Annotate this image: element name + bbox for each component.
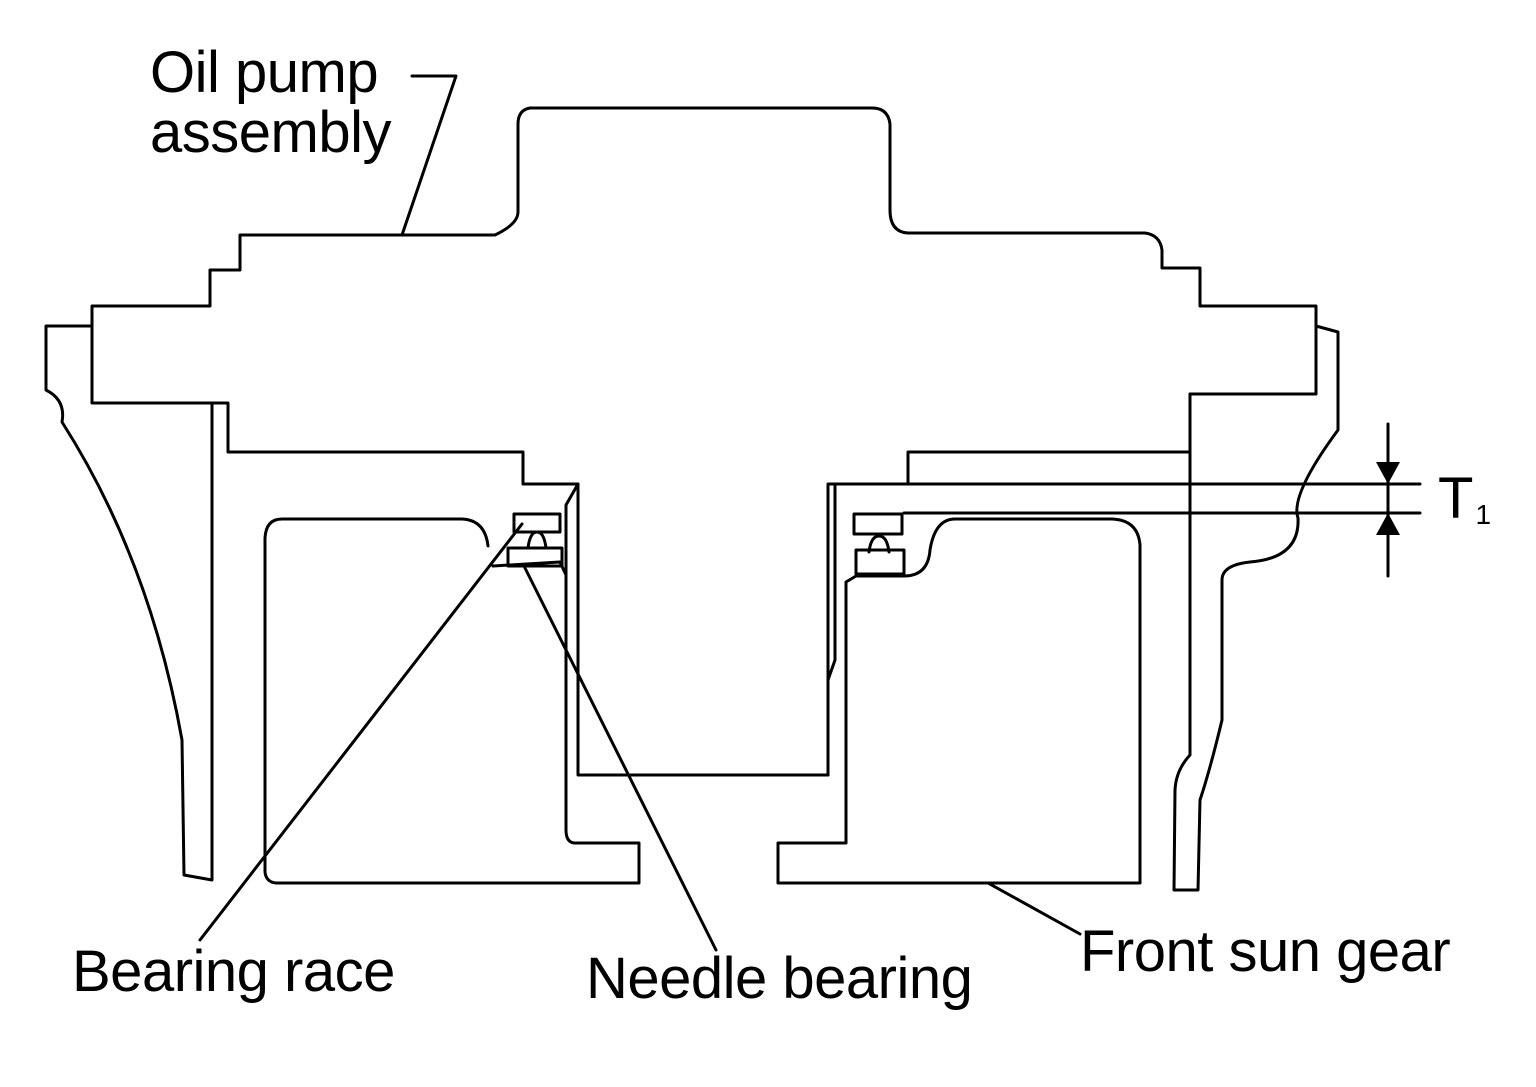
oil-pump-label-line2: assembly <box>150 100 391 165</box>
thickness-symbol: T <box>1438 466 1474 531</box>
thickness-t1-label: T1 <box>1438 470 1491 538</box>
t1-arrow-down <box>1376 462 1400 484</box>
oil-pump-label-line1: Oil pump <box>150 40 379 105</box>
oil-pump-leader-line <box>400 74 458 237</box>
right-bearing-race-upper <box>852 512 904 536</box>
left-drum-outline <box>263 517 641 885</box>
right-housing-outline <box>1172 324 1340 892</box>
right-hub-wall <box>826 482 837 777</box>
front-sun-gear-leader-line <box>986 881 1082 936</box>
right-bearing-race-lower <box>854 548 906 576</box>
front-sun-gear-label: Front sun gear <box>1080 919 1451 984</box>
t1-arrow-up <box>1376 513 1400 535</box>
left-needle-roller <box>526 530 548 550</box>
front-sun-gear-outline <box>776 517 1142 885</box>
needle-bearing-label: Needle bearing <box>586 946 973 1011</box>
needle-bearing-leader-line <box>522 564 718 952</box>
bearing-race-label: Bearing race <box>72 939 395 1004</box>
left-hub-outline <box>564 482 580 577</box>
oil-pump-assembly-outline <box>90 106 1318 777</box>
right-needle-roller <box>867 534 891 554</box>
bearing-race-leader-line <box>198 522 524 942</box>
left-housing-outline <box>44 324 214 882</box>
thickness-subscript: 1 <box>1475 499 1492 530</box>
left-bearing-race-lower <box>506 546 564 568</box>
